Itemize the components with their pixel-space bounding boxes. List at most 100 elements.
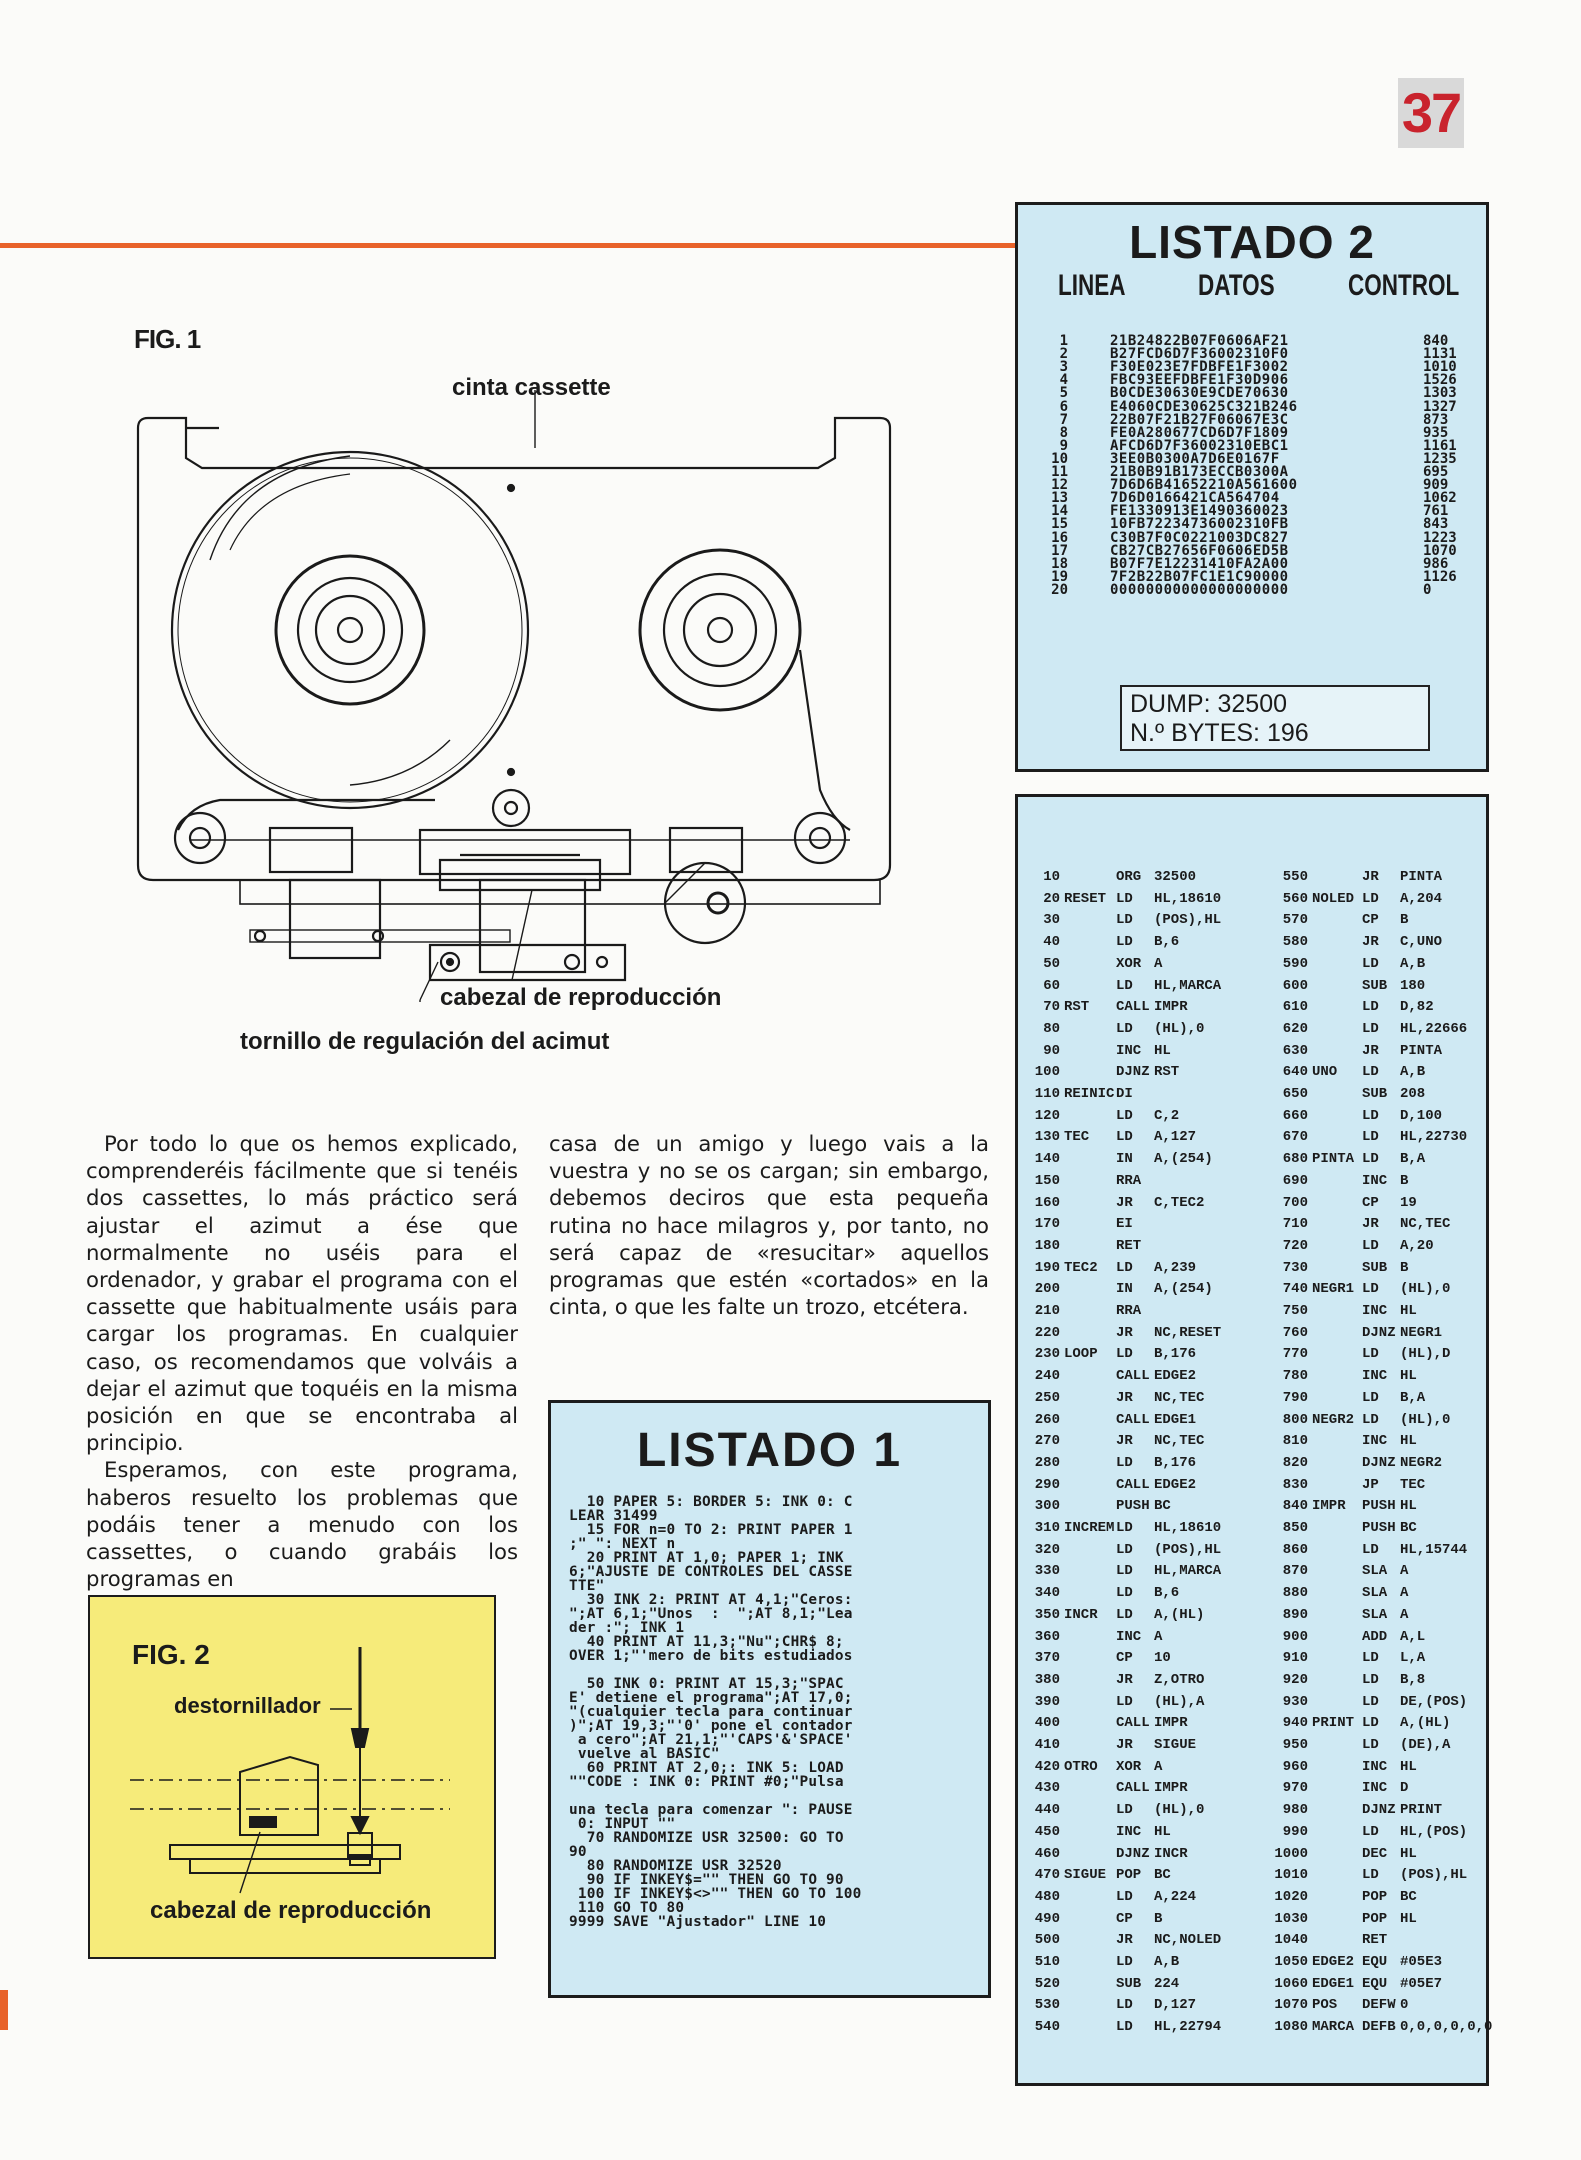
line-number: 950 (1282, 1737, 1308, 1753)
operand: A (1154, 1758, 1163, 1775)
operand: A (1154, 1628, 1163, 1645)
opcode: LD (1116, 2019, 1133, 2036)
operand: A (1400, 1585, 1409, 1602)
caption-fig2-head: cabezal de reproducción (150, 1897, 432, 1924)
opcode: LD (1116, 1259, 1133, 1276)
opcode: LD (1362, 1411, 1379, 1428)
opcode: LD (1362, 1237, 1379, 1254)
line-number: 190 (1034, 1259, 1060, 1276)
line-number: 980 (1282, 1802, 1308, 1819)
listado-1-box: LISTADO 1 10 PAPER 5: BORDER 5: INK 0: C… (548, 1400, 991, 1998)
line-number: 1020 (1274, 1888, 1308, 1905)
line-number: 680 (1282, 1151, 1308, 1168)
line-number: 280 (1034, 1454, 1060, 1471)
line-number: 590 (1282, 955, 1308, 972)
caption-azimuth-screw: tornillo de regulación del acimut (240, 1028, 610, 1055)
operand: HL (1400, 1433, 1417, 1450)
operand: A (1400, 1563, 1409, 1580)
caption-playback-head: cabezal de reproducción (440, 984, 722, 1011)
line-number: 820 (1282, 1454, 1308, 1471)
line-number: 920 (1282, 1671, 1308, 1688)
article-paragraph: casa de un amigo y luego vais a la vuest… (549, 1131, 989, 1320)
code-label: RST (1064, 999, 1090, 1016)
linea-cell: 11 (1051, 464, 1068, 480)
code-label: UNO (1312, 1064, 1338, 1081)
opcode: LD (1362, 999, 1379, 1016)
code-label: INCR (1064, 1606, 1098, 1623)
operand: (POS),HL (1400, 1867, 1468, 1884)
opcode: LD (1116, 1563, 1133, 1580)
opcode: INC (1116, 1628, 1142, 1645)
opcode: DEFW (1362, 1997, 1396, 2014)
control-cell: 1526 (1423, 372, 1457, 389)
line-number: 800 (1282, 1411, 1308, 1428)
opcode: SUB (1362, 977, 1388, 994)
byte-count: N.º BYTES: 196 (1130, 719, 1309, 747)
line-number: 20 (1043, 890, 1060, 907)
datos-cell: 7D6D0166421CA564704 (1110, 490, 1280, 507)
operand: 19 (1400, 1194, 1417, 1211)
opcode: DI (1116, 1086, 1133, 1102)
line-number: 670 (1282, 1129, 1308, 1146)
operand: 224 (1154, 1975, 1180, 1992)
operand: EDGE2 (1154, 1476, 1197, 1493)
line-number: 850 (1282, 1520, 1308, 1536)
operand: A,(HL) (1154, 1606, 1205, 1623)
opcode: LD (1116, 1606, 1133, 1623)
line-number: 910 (1282, 1650, 1308, 1667)
opcode: LD (1116, 1107, 1133, 1124)
dump-info-box: DUMP: 32500 N.º BYTES: 196 (1120, 685, 1430, 751)
control-cell: 0 (1423, 581, 1432, 598)
operand: HL,MARCA (1154, 977, 1222, 994)
opcode: IN (1116, 1281, 1133, 1298)
code-label: INCREM (1064, 1520, 1115, 1536)
opcode: JP (1362, 1476, 1379, 1493)
line-number: 650 (1282, 1086, 1308, 1102)
operand: B (1400, 1259, 1409, 1276)
linea-cell: 5 (1059, 385, 1068, 402)
header-datos: DATOS (1198, 269, 1275, 302)
line-number: 440 (1034, 1802, 1060, 1819)
opcode: RRA (1116, 1172, 1142, 1189)
line-number: 1000 (1274, 1845, 1308, 1862)
line-number: 570 (1282, 912, 1308, 929)
operand: EDGE1 (1154, 1411, 1197, 1428)
line-number: 470 (1034, 1867, 1060, 1884)
line-number: 710 (1282, 1216, 1308, 1233)
opcode: LD (1116, 934, 1133, 951)
opcode: LD (1116, 1585, 1133, 1602)
line-number: 940 (1282, 1715, 1308, 1732)
line-number: 660 (1282, 1107, 1308, 1124)
opcode: JR (1116, 1433, 1133, 1450)
line-number: 510 (1034, 1954, 1060, 1970)
operand: TEC (1400, 1476, 1426, 1493)
operand: NC,TEC (1154, 1389, 1205, 1406)
code-label: NEGR2 (1312, 1411, 1355, 1428)
datos-cell: FE0A280677CD6D7F1809 (1110, 424, 1289, 441)
line-number: 790 (1282, 1389, 1308, 1406)
caption-screwdriver: destornillador (174, 1693, 321, 1718)
header-control: CONTROL (1348, 269, 1460, 302)
opcode: SUB (1362, 1086, 1388, 1102)
code-label: MARCA (1312, 2019, 1355, 2036)
datos-cell: F30E023E7FDBFE1F3002 (1110, 359, 1289, 376)
operand: Z,OTRO (1154, 1671, 1205, 1688)
opcode: JR (1116, 1671, 1133, 1688)
linea-cell: 16 (1051, 529, 1068, 546)
opcode: JR (1362, 1042, 1379, 1059)
operand: A,127 (1154, 1129, 1197, 1146)
operand: B,176 (1154, 1346, 1197, 1363)
datos-cell: 7F2B22B07FC1E1C90000 (1110, 568, 1289, 585)
operand: 180 (1400, 977, 1426, 994)
linea-cell: 14 (1051, 503, 1068, 520)
linea-cell: 3 (1059, 359, 1068, 376)
opcode: DJNZ (1116, 1064, 1150, 1081)
datos-cell: 21B24822B07F0606AF21 (1110, 333, 1289, 349)
operand: BC (1154, 1498, 1171, 1515)
